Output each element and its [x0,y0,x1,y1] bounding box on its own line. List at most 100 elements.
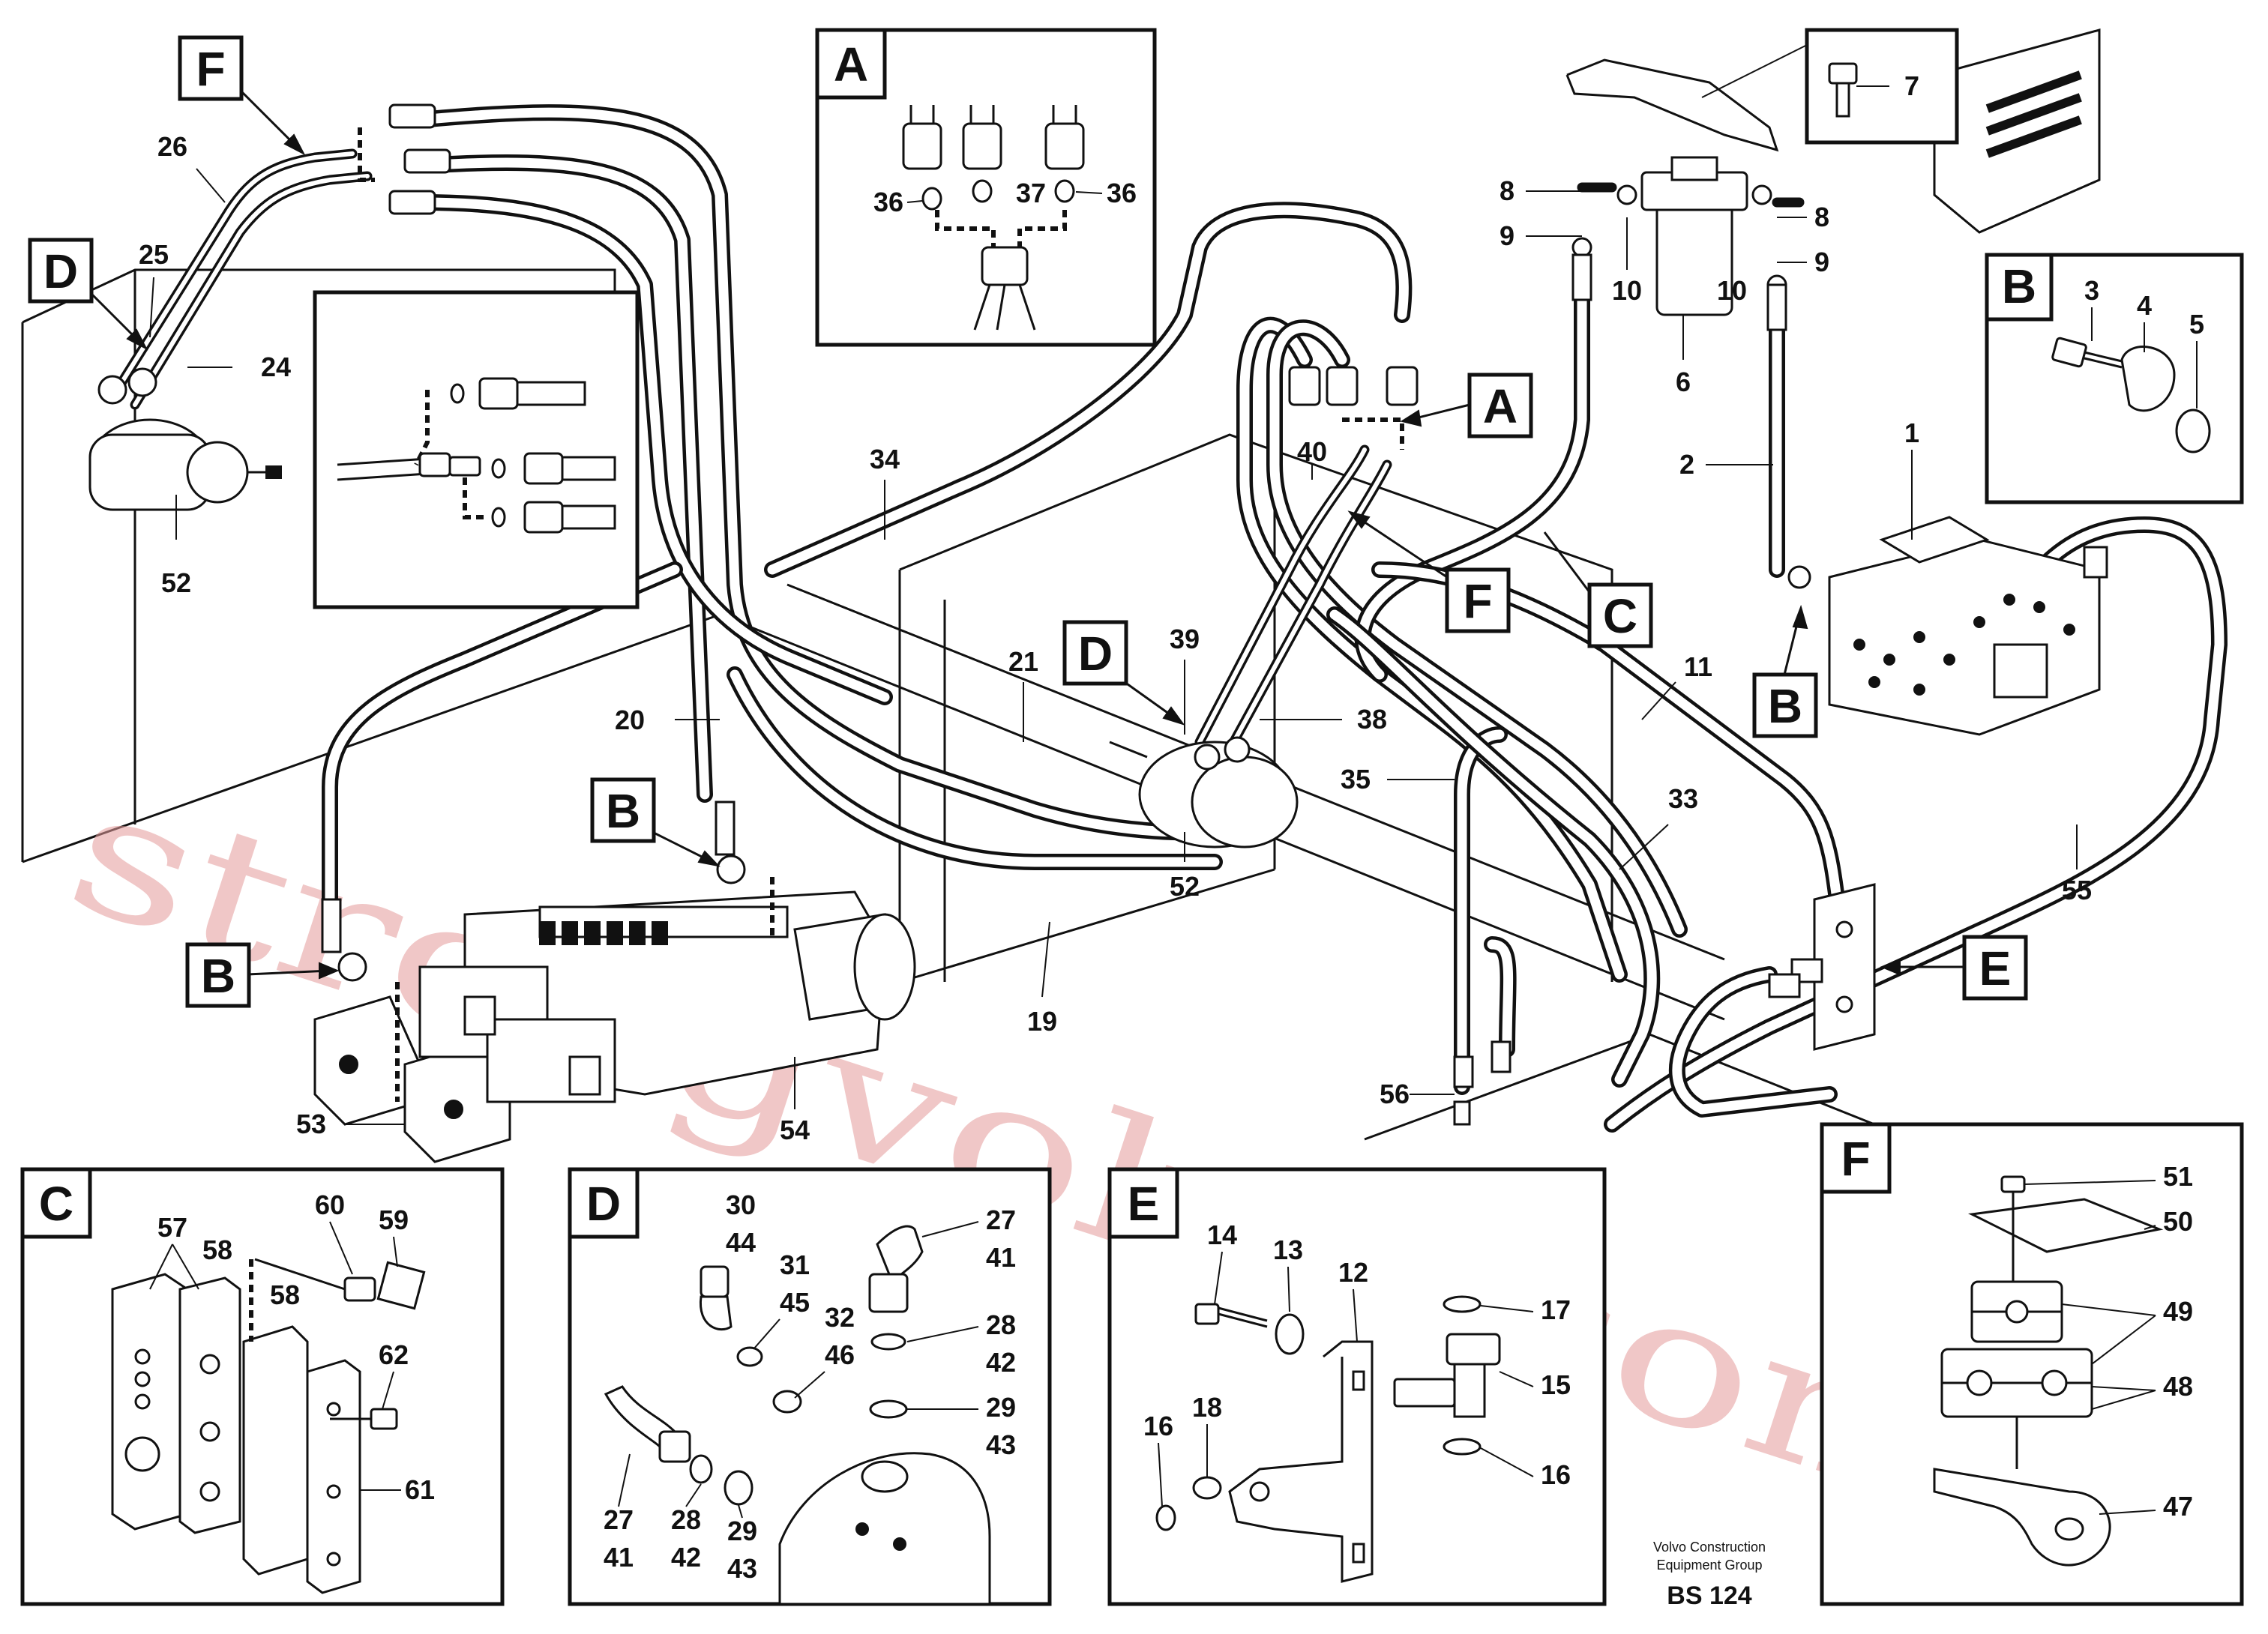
callout-b-right: B [1752,672,1818,738]
svg-text:D: D [586,1177,621,1231]
footer: Volvo Construction Equipment Group BS 12… [1653,1540,1766,1610]
a-part-37: 37 [1016,178,1046,208]
f-part-47: 47 [2163,1491,2193,1522]
part-33: 33 [1668,783,1698,814]
pump-assembly [313,854,916,1163]
part-2: 2 [1679,449,1694,480]
e-part-16b: 16 [1541,1459,1571,1490]
d-part-32: 32 [825,1302,855,1333]
svg-text:D: D [1078,627,1113,681]
callout-d-main: D [28,238,94,304]
e-part-17: 17 [1541,1294,1571,1325]
f-part-51: 51 [2163,1161,2193,1192]
part-6: 6 [1676,367,1691,397]
e-part-15: 15 [1541,1369,1571,1400]
d-part-31: 31 [780,1249,810,1280]
e-part-13: 13 [1273,1234,1303,1265]
b-part-5: 5 [2189,309,2204,340]
inset-c: C 57 58 58 60 59 62 61 [20,1167,505,1606]
svg-text:F: F [196,42,225,96]
d-part-27a: 27 [986,1205,1016,1235]
callout-letter-boxes: F D A F C D B B [28,35,2028,1008]
svg-text:D: D [43,244,78,298]
d-part-44: 44 [726,1227,756,1258]
part-53: 53 [296,1109,326,1139]
svg-text:E: E [1979,941,2012,995]
inset-a: A 36 37 36 [815,28,1157,347]
brake-valve-left [88,367,282,511]
hose-fittings [321,103,1787,953]
svg-text:C: C [1603,589,1637,643]
part-24: 24 [261,352,291,382]
b-part-3: 3 [2084,275,2099,306]
company-line-1: Volvo Construction [1653,1540,1766,1555]
svg-text:B: B [2002,259,2036,313]
d-part-27b: 27 [604,1504,634,1535]
hose-network [107,104,2228,1133]
callout-b-left: B [185,942,251,1008]
part-34: 34 [870,444,900,474]
e-part-18: 18 [1192,1392,1222,1423]
inset-f: F 51 50 49 48 47 [1820,1122,2244,1606]
part-1: 1 [1904,417,1919,448]
d-part-46: 46 [825,1339,855,1370]
part-9b: 9 [1814,247,1829,277]
c-part-58b: 58 [270,1279,300,1310]
bracket-e [1768,883,1876,1051]
a-part-36b: 36 [1107,178,1137,208]
d-part-30: 30 [726,1190,756,1220]
c-part-61: 61 [405,1474,435,1505]
c-part-62: 62 [379,1339,409,1370]
part-11: 11 [1684,651,1712,682]
svg-text:A: A [834,37,868,91]
e-part-14: 14 [1207,1220,1237,1250]
e-part-12: 12 [1338,1257,1368,1288]
part-8b: 8 [1814,202,1829,232]
d-part-41b: 41 [604,1542,634,1573]
svg-text:F: F [1841,1132,1870,1186]
svg-text:C: C [39,1177,73,1231]
callout-b-top: B [590,777,656,843]
svg-text:A: A [1483,379,1517,433]
callout-c-main: C [1587,582,1653,648]
leader-lines [149,44,2078,1125]
svg-text:E: E [1128,1177,1160,1231]
fitting-56 [1453,1040,1512,1126]
callout-arrows [88,88,1964,980]
part-10b: 10 [1717,275,1747,306]
inset-detail-22-23 [313,290,640,609]
main-part-numbers: 26 25 24 52 23 22 34 20 21 19 53 54 39 3… [139,131,2092,1145]
d-part-43b: 43 [727,1553,757,1584]
grille-slots [1985,70,2082,158]
d-part-42a: 42 [986,1347,1016,1378]
f-part-48: 48 [2163,1371,2193,1402]
part-54: 54 [780,1115,810,1145]
d-part-45: 45 [780,1287,810,1318]
f-part-50: 50 [2163,1206,2193,1237]
b-part-4: 4 [2137,290,2152,321]
part-55: 55 [2062,875,2092,905]
control-valve-1 [1787,516,2108,736]
company-line-2: Equipment Group [1656,1558,1762,1573]
part-39: 39 [1170,624,1200,654]
d-part-42b: 42 [671,1542,701,1573]
callout-a-main: A [1467,373,1533,438]
part-52b: 52 [1170,871,1200,902]
d-part-43a: 43 [986,1429,1016,1460]
inset-b: B 3 4 5 [1985,253,2244,504]
part-26: 26 [157,131,187,162]
brake-valve-mid [1109,736,1299,848]
part-20: 20 [615,705,645,735]
part-10a: 10 [1612,275,1642,306]
d-part-29a: 29 [986,1392,1016,1423]
drawing-code: BS 124 [1667,1582,1751,1610]
d-part-28b: 28 [671,1504,701,1535]
pump-teeth [539,921,668,945]
d-part-41a: 41 [986,1242,1016,1273]
part-21: 21 [1008,646,1038,677]
part-40: 40 [1297,436,1327,467]
svg-text:F: F [1463,574,1492,628]
part-56: 56 [1380,1079,1410,1109]
callout-f-main: F [178,35,244,101]
